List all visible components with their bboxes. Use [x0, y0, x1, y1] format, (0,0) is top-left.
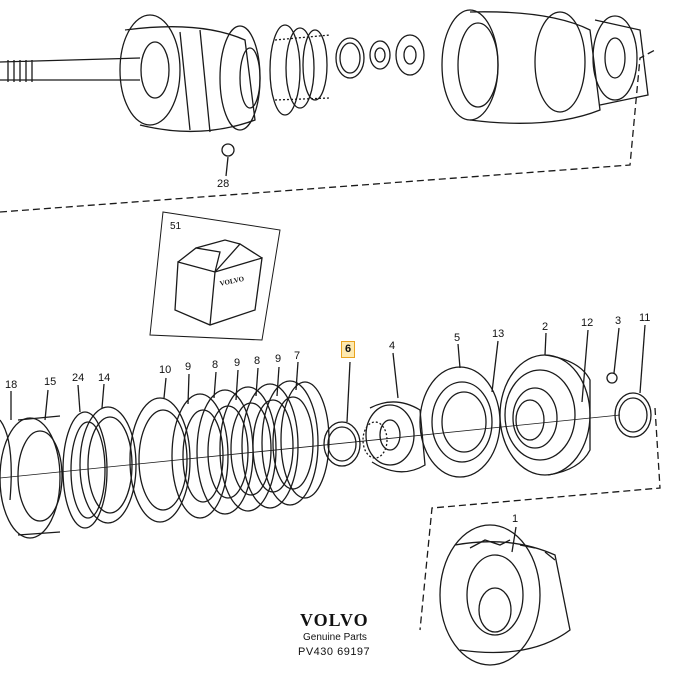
callout-9b: 9	[234, 357, 241, 369]
leader-12	[582, 330, 588, 402]
callout-18: 18	[5, 379, 18, 391]
leader-14	[102, 384, 104, 408]
top-assembly	[0, 10, 655, 212]
lower-assembly	[0, 325, 660, 665]
callout-1: 1	[512, 513, 519, 525]
callout-14: 14	[98, 372, 111, 384]
top-dashed-boundary	[0, 50, 655, 212]
callout-9c: 9	[275, 353, 282, 365]
callout-2: 2	[542, 321, 549, 333]
leader-9b	[236, 370, 238, 400]
leader-4	[393, 353, 398, 398]
genuine-parts-text: Genuine Parts	[303, 632, 367, 643]
volvo-logo-text: VOLVO	[300, 610, 369, 630]
callout-28: 28	[217, 178, 230, 190]
callout-8a: 8	[212, 359, 219, 371]
callout-15: 15	[44, 376, 57, 388]
callout-11: 11	[639, 312, 651, 324]
leader-6	[347, 362, 350, 422]
callout-8b: 8	[254, 355, 261, 367]
leader-8a	[214, 372, 216, 398]
leader-7	[296, 362, 298, 390]
callout-10: 10	[159, 364, 172, 376]
leader-1	[512, 527, 516, 552]
leader-3	[614, 328, 619, 373]
callout-13: 13	[492, 328, 505, 340]
callout-3: 3	[615, 315, 622, 327]
callout-6-highlighted[interactable]: 6	[341, 341, 356, 358]
leader-8b	[256, 368, 258, 396]
callout-12: 12	[581, 317, 594, 329]
callout-5: 5	[454, 332, 461, 344]
callout-9a: 9	[185, 361, 192, 373]
callout-4: 4	[389, 340, 396, 352]
leader-13	[492, 341, 498, 392]
part-number-text: PV430 69197	[298, 646, 371, 658]
callout-24: 24	[72, 372, 85, 384]
leader-11	[640, 325, 645, 393]
leader-2	[545, 333, 546, 355]
input-shaft	[0, 58, 140, 82]
callout-7: 7	[294, 350, 301, 362]
leader-15	[45, 390, 48, 420]
leader-28	[226, 157, 228, 176]
leader-10	[164, 378, 166, 398]
leader-9c	[277, 367, 279, 396]
box-51-label: 51	[170, 221, 182, 232]
leader-5	[458, 344, 460, 368]
leader-24	[78, 385, 80, 412]
leader-9a	[188, 374, 189, 404]
box-51-graphic	[150, 212, 280, 340]
